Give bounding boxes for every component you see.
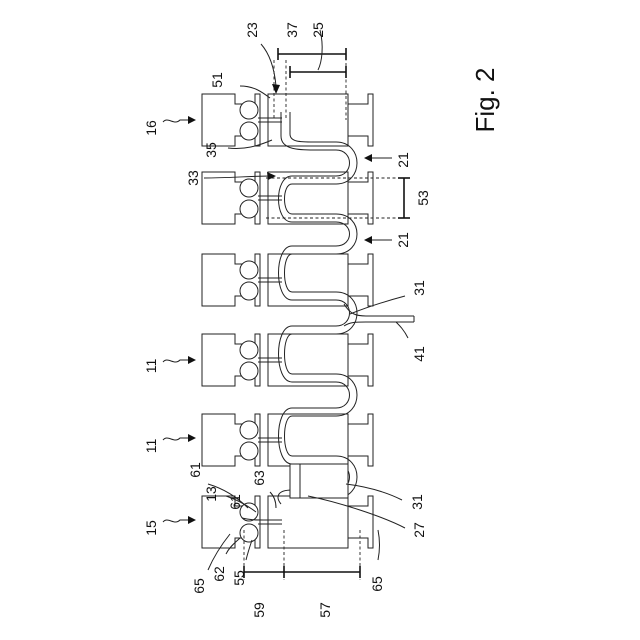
battery-cell-11b xyxy=(202,414,373,466)
battery-cell-11a xyxy=(202,334,373,386)
label-27: 27 xyxy=(411,522,427,538)
label-11b: 11 xyxy=(143,439,159,454)
label-53: 53 xyxy=(415,190,431,206)
label-21b: 21 xyxy=(395,232,411,248)
label-11a: 11 xyxy=(143,359,159,374)
figure-caption: Fig. 2 xyxy=(470,67,500,132)
battery-cell-16 xyxy=(202,94,373,146)
label-13: 13 xyxy=(203,486,219,502)
label-21a: 21 xyxy=(395,152,411,168)
label-65b: 65 xyxy=(369,576,385,592)
outlet-pipe xyxy=(344,304,414,326)
label-31a: 31 xyxy=(411,280,427,296)
label-63: 63 xyxy=(251,470,267,486)
label-33: 33 xyxy=(185,170,201,186)
label-37: 37 xyxy=(284,22,300,38)
label-31b: 31 xyxy=(409,494,425,510)
label-15: 15 xyxy=(143,520,159,536)
label-61b: 61 xyxy=(227,494,243,510)
label-57: 57 xyxy=(317,602,333,618)
label-41: 41 xyxy=(411,346,427,362)
label-61a: 61 xyxy=(187,462,203,478)
label-51: 51 xyxy=(209,72,225,88)
label-35: 35 xyxy=(203,142,219,158)
label-16: 16 xyxy=(143,120,159,136)
label-25: 25 xyxy=(310,22,326,38)
label-59: 59 xyxy=(251,602,267,618)
label-65a: 65 xyxy=(191,578,207,594)
label-62: 62 xyxy=(211,566,227,582)
label-55: 55 xyxy=(231,570,247,586)
label-23: 23 xyxy=(244,22,260,38)
